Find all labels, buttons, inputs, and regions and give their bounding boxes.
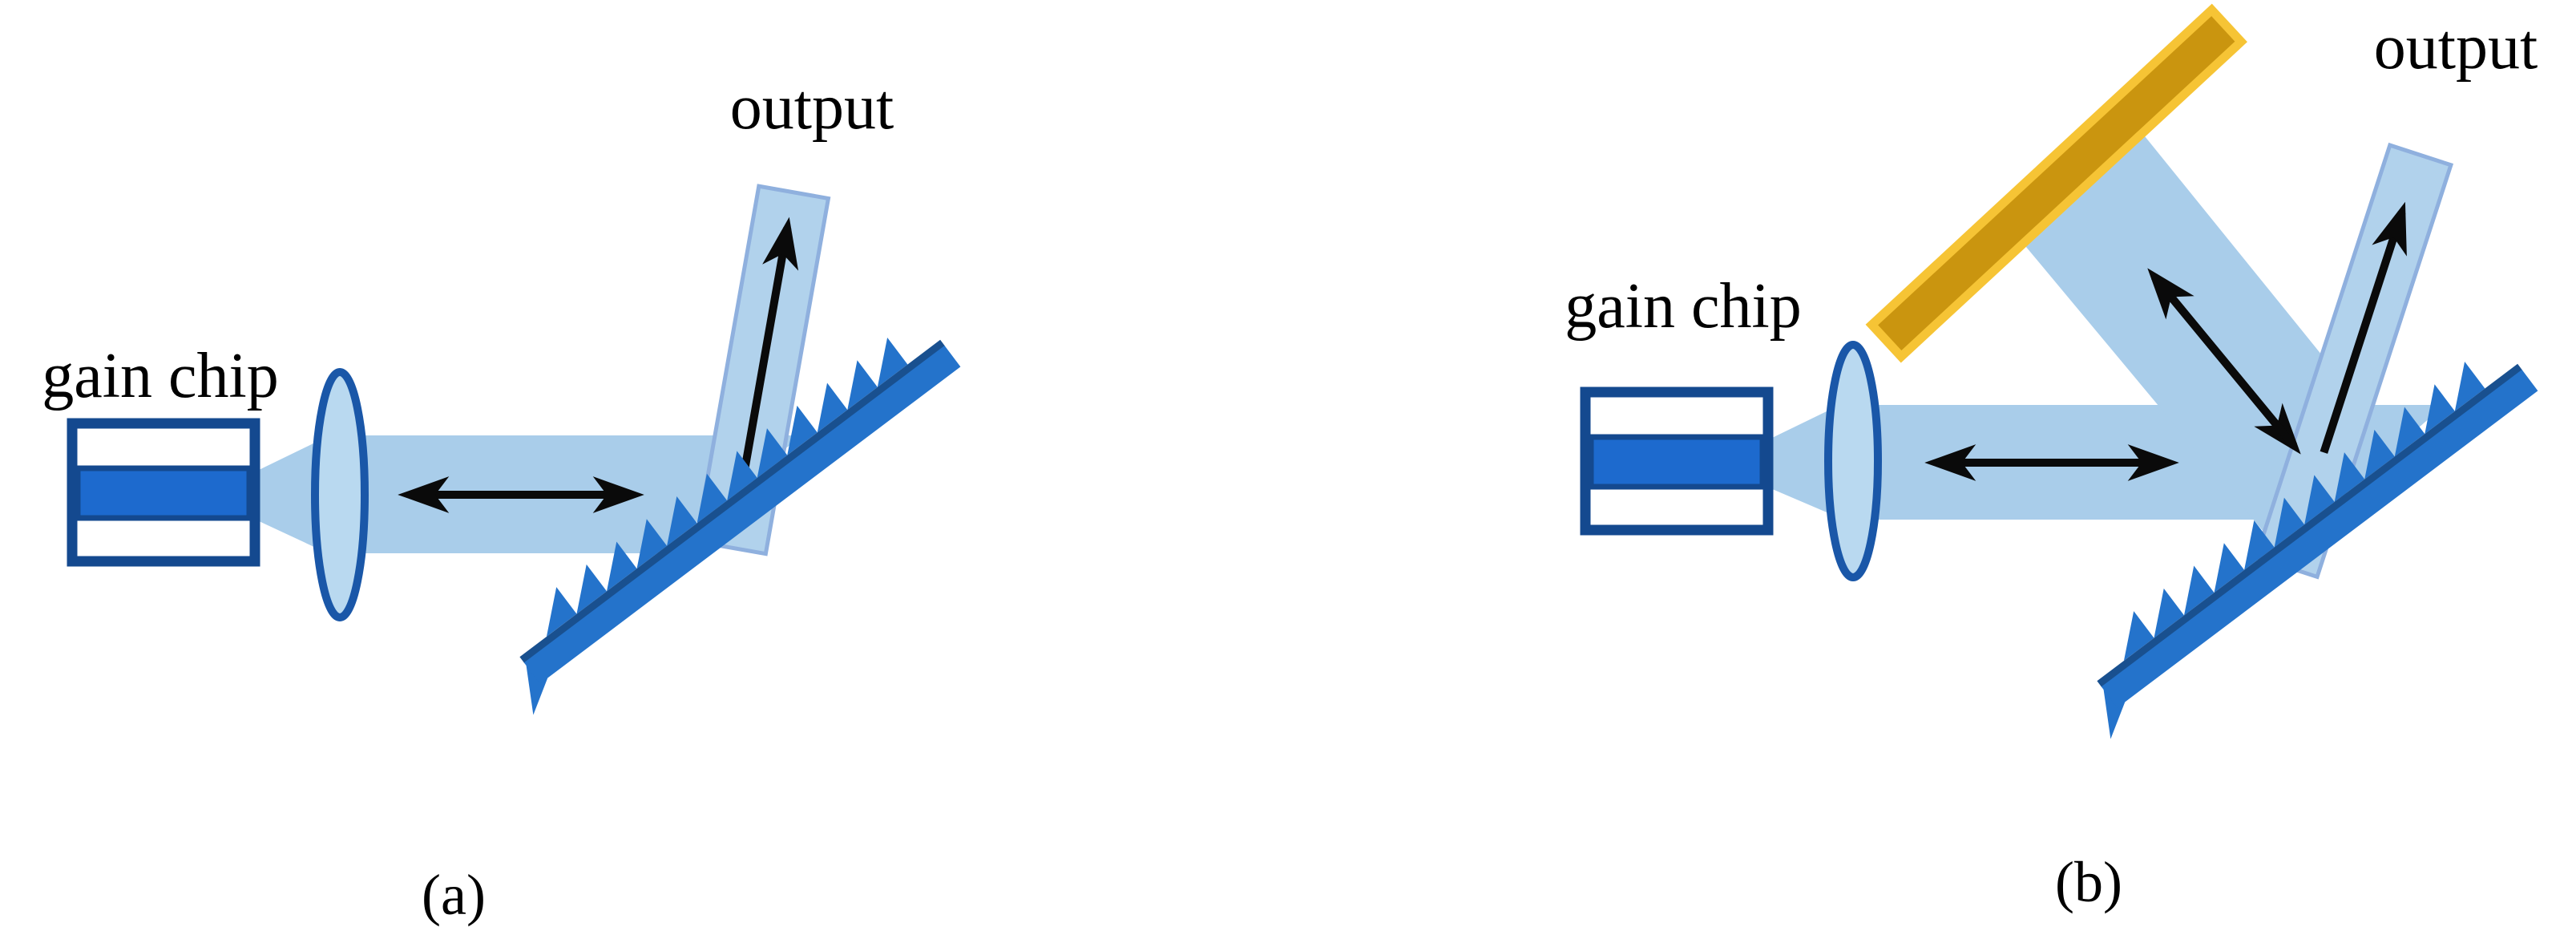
output-label-b: output — [2374, 12, 2538, 83]
collimating-lens-a — [311, 368, 369, 621]
output-label-a: output — [730, 72, 894, 143]
panel-a: gain chip output (a) — [42, 72, 974, 927]
output-arrow-b — [2320, 201, 2407, 454]
collimating-lens-b — [1824, 341, 1882, 581]
gain-chip-b — [1580, 386, 1774, 536]
gain-chip-a — [67, 418, 260, 567]
output-arrow-a — [740, 217, 799, 474]
mirror-b — [1865, 3, 2247, 363]
gain-chip-label-a: gain chip — [42, 341, 278, 411]
caption-a: (a) — [422, 863, 486, 927]
panel-b: gain chip output (b) — [1565, 3, 2551, 914]
gain-chip-stripe-b — [1588, 434, 1766, 490]
output-beam-a — [693, 184, 831, 556]
diagonal-double-arrow-b — [2147, 268, 2301, 455]
caption-b: (b) — [2055, 850, 2122, 914]
gain-chip-label-b: gain chip — [1565, 271, 1801, 342]
gain-chip-stripe-a — [75, 465, 252, 521]
